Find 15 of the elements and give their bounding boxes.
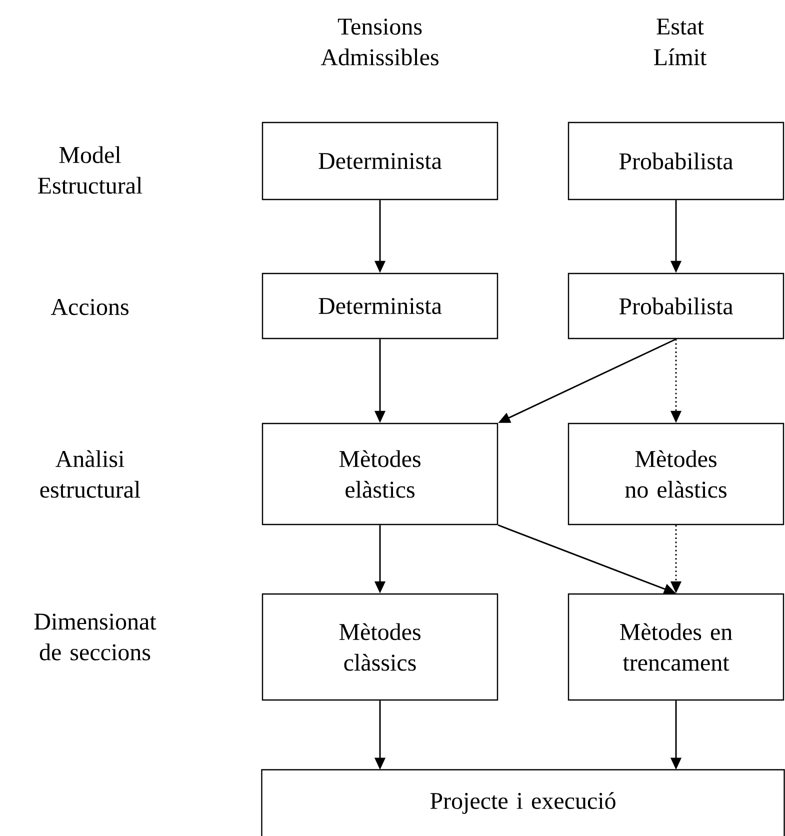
- row-label: Tensions Admissibles: [320, 18, 438, 66]
- process-box: Projecte i execució: [261, 769, 785, 836]
- process-box: Mètodes no elàstics: [568, 422, 784, 526]
- process-box: Determinista: [262, 122, 498, 200]
- row-label: Dimensionat de seccions: [34, 614, 156, 660]
- row-label: Model Estructural: [38, 146, 142, 194]
- process-box: Determinista: [262, 272, 498, 340]
- row-label: Estat Límit: [654, 18, 707, 66]
- row-label: Accions: [50, 298, 128, 316]
- process-box: Mètodes en trencament: [568, 593, 784, 701]
- process-box: Mètodes clàssics: [262, 593, 498, 701]
- row-label: Anàlisi estructural: [40, 450, 140, 498]
- process-box: Mètodes elàstics: [262, 422, 498, 526]
- process-box: Probabilista: [568, 122, 784, 200]
- process-box: Probabilista: [568, 272, 784, 340]
